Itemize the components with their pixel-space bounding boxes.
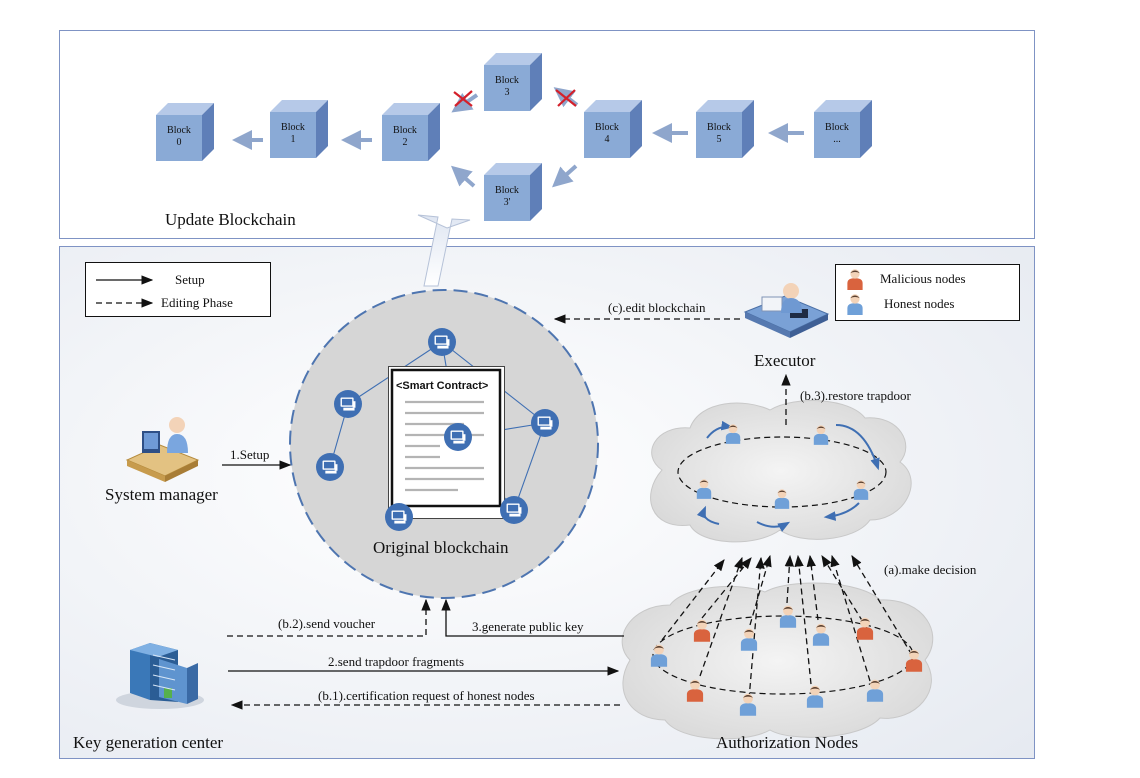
block-index: 2 [402, 137, 408, 148]
pubkey-arrow [441, 598, 624, 637]
block-cube [484, 163, 542, 221]
block-name: Block [393, 125, 417, 136]
send-voucher-label: (b.2).send voucher [278, 616, 376, 631]
send-trapdoor-fragments-label: 2.send trapdoor fragments [328, 654, 465, 669]
executor-label: Executor [754, 351, 816, 370]
make-decision-label: (a).make decision [884, 562, 977, 577]
restore-trapdoor-label: (b.3).restore trapdoor [800, 388, 911, 403]
block-label: Block... [814, 122, 860, 146]
block-name: Block [495, 185, 519, 196]
network-node-icon [316, 453, 344, 481]
legend-editing-label: Editing Phase [161, 295, 233, 310]
generate-public-key-label: 3.generate public key [472, 619, 584, 634]
block-name: Block [707, 122, 731, 133]
network-node-icon [385, 503, 413, 531]
block-index: 5 [716, 134, 722, 145]
block-index: 0 [176, 137, 182, 148]
invalid-link-cross [453, 89, 577, 107]
block-name: Block [495, 75, 519, 86]
network-node-icon [428, 328, 456, 356]
authorization-nodes-label: Authorization Nodes [716, 733, 859, 752]
certification-request-label: (b.1).certification request of honest no… [318, 688, 535, 703]
block-index: 3 [504, 87, 510, 98]
update-blockchain-title: Update Blockchain [165, 210, 296, 229]
block-name: Block [595, 122, 619, 133]
block-cube [156, 103, 214, 161]
original-blockchain-label: Original blockchain [373, 538, 509, 557]
key-generation-center-label: Key generation center [73, 733, 224, 752]
executor-icon [743, 283, 830, 338]
setup-flow-label: 1.Setup [230, 447, 270, 462]
block-name: Block [825, 122, 849, 133]
block-index: ... [833, 134, 841, 145]
block-cube [270, 100, 328, 158]
legend-honest-label: Honest nodes [884, 296, 955, 311]
block-cube [484, 53, 542, 111]
smart-contract-title: <Smart Contract> [396, 380, 489, 392]
network-node-icon [500, 496, 528, 524]
system-manager-label: System manager [105, 485, 218, 504]
block-index: 4 [604, 134, 610, 145]
block-index: 1 [290, 134, 296, 145]
arrow-legend-box [85, 262, 271, 317]
block-cube [814, 100, 872, 158]
blocks-group [156, 53, 872, 221]
legend-setup-label: Setup [175, 272, 205, 287]
edit-blockchain-label: (c).edit blockchain [608, 300, 706, 315]
voucher-arrow [227, 598, 431, 637]
decision-arrows [661, 554, 913, 700]
legend-malicious-label: Malicious nodes [880, 271, 966, 286]
network-node-icon [444, 423, 472, 451]
network-node-icon [334, 390, 362, 418]
node-legend-box [835, 264, 1020, 321]
update-arrow [417, 214, 471, 287]
block-name: Block [167, 125, 191, 136]
network-node-icon [531, 409, 559, 437]
authorization-cloud [621, 582, 934, 740]
block-name: Block [281, 122, 305, 133]
trapdoor-cloud [650, 400, 912, 543]
block-cube [696, 100, 754, 158]
block-index: 3' [503, 197, 511, 208]
key-center-building-icon [116, 643, 204, 709]
block-cube [584, 100, 642, 158]
block-cube [382, 103, 440, 161]
system-manager-icon [125, 417, 200, 482]
